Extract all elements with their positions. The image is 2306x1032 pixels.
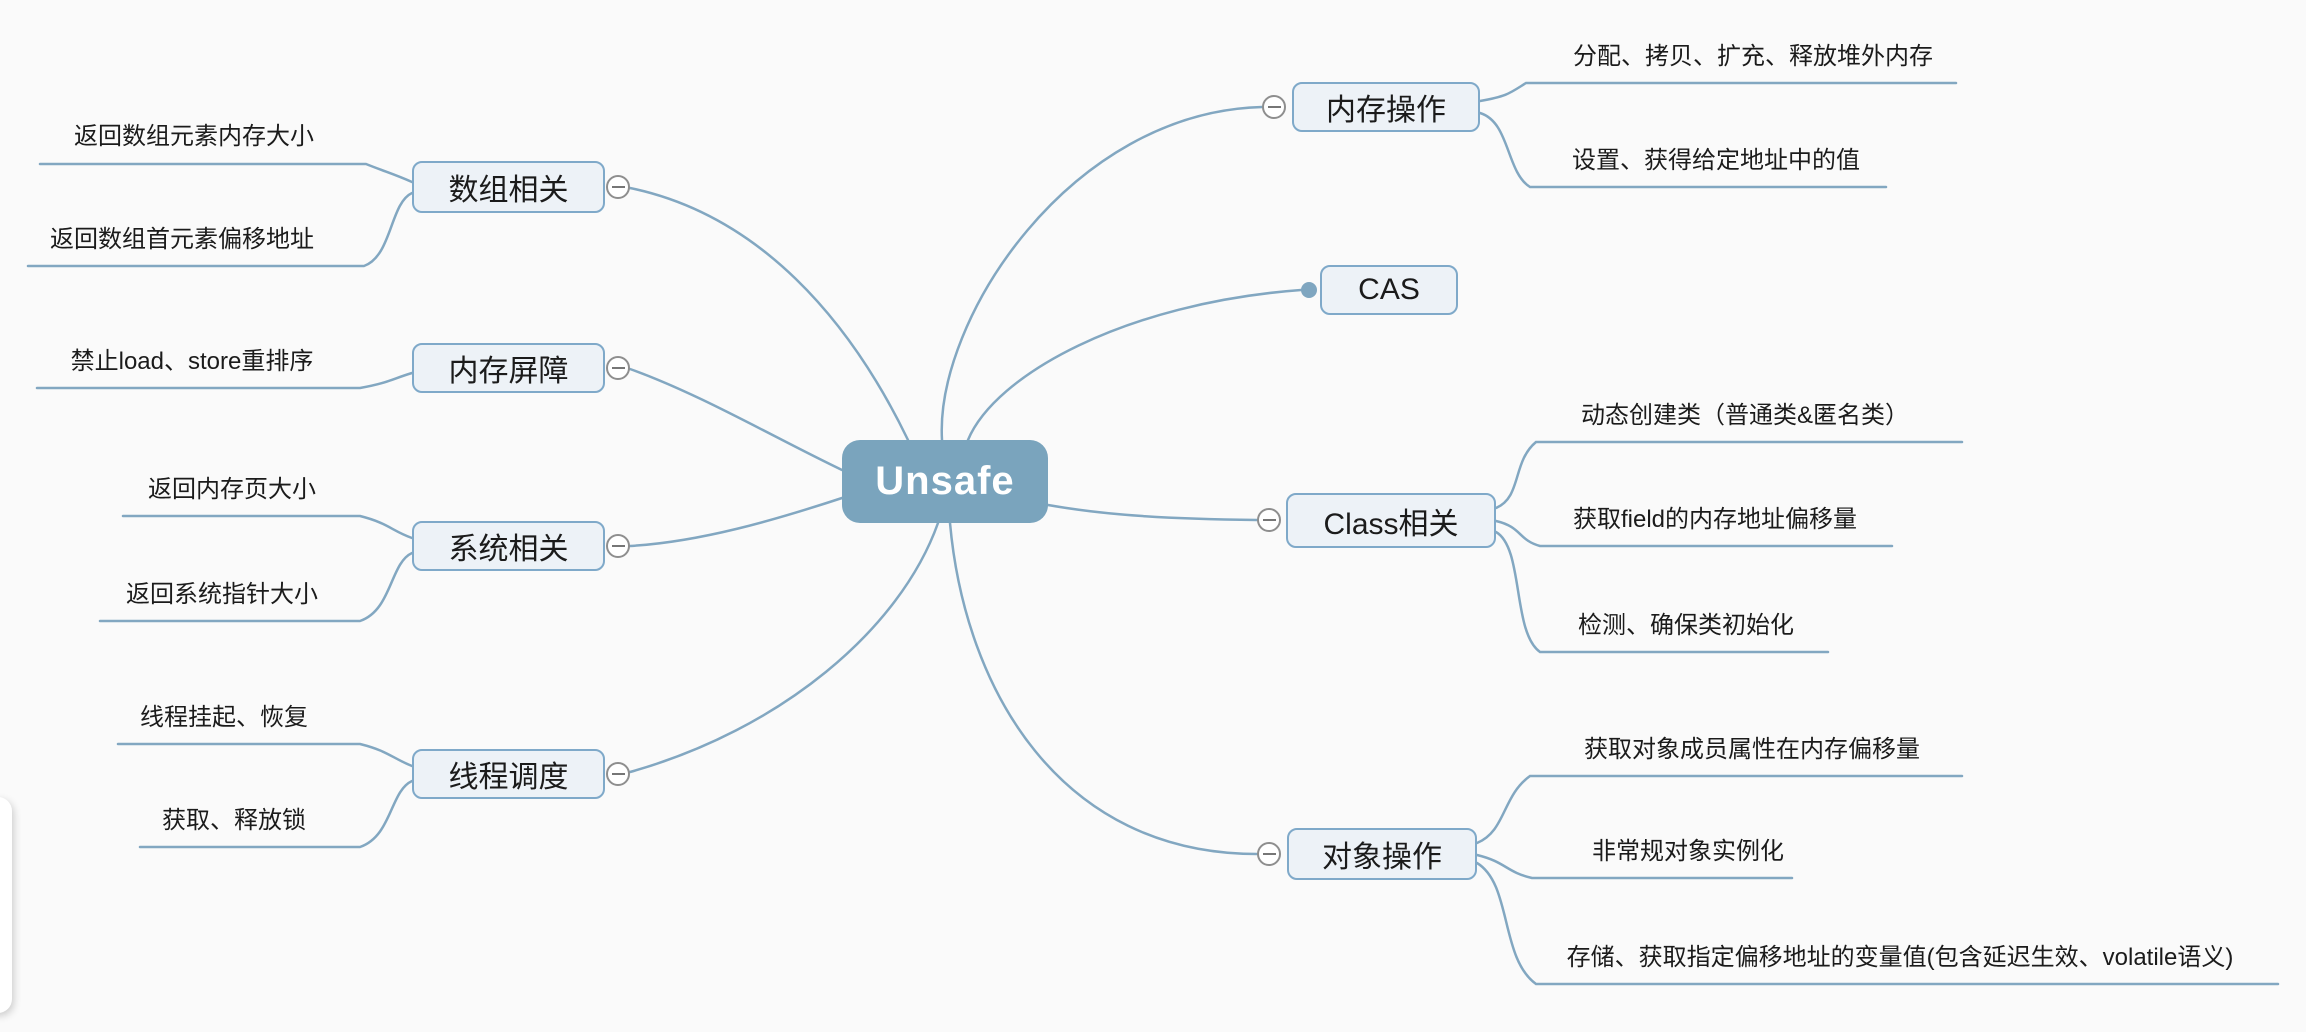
root-node[interactable]: Unsafe: [842, 440, 1048, 523]
leaf-line-class-3: [1494, 530, 1830, 654]
branch-curve-system: [628, 496, 844, 548]
leaf-label-system-2[interactable]: 返回系统指针大小: [126, 581, 318, 608]
topic-node-membar[interactable]: 内存屏障: [412, 343, 605, 393]
collapse-toggle-object-ops[interactable]: [1257, 842, 1281, 866]
collapse-toggle-membar[interactable]: [606, 356, 630, 380]
branch-curve-class: [1046, 503, 1259, 522]
leaf-line-object-2: [1475, 853, 1794, 880]
branch-endpoint-dot: [1301, 282, 1317, 298]
branch-curve-membar: [628, 367, 844, 472]
topic-node-memory-ops[interactable]: 内存操作: [1292, 82, 1480, 132]
leaf-label-class-2[interactable]: 获取field的内存地址偏移量: [1572, 506, 1858, 533]
leaf-label-object-2[interactable]: 非常规对象实例化: [1592, 838, 1784, 865]
branch-curve-thread: [628, 521, 940, 774]
leaf-label-memory-2[interactable]: 设置、获得给定地址中的值: [1572, 147, 1860, 174]
leaf-line-thread-1: [116, 742, 414, 768]
collapse-toggle-system[interactable]: [606, 534, 630, 558]
topic-node-thread[interactable]: 线程调度: [412, 749, 605, 799]
branch-curve-array: [628, 186, 910, 442]
leaf-line-class-2: [1494, 519, 1894, 548]
minus-icon: [1267, 106, 1281, 108]
root-label: Unsafe: [875, 459, 1015, 503]
leaf-line-array-1: [38, 162, 414, 184]
collapse-toggle-thread[interactable]: [606, 762, 630, 786]
leaf-label-class-1[interactable]: 动态创建类（普通类&匿名类）: [1580, 402, 1910, 429]
topic-node-object-ops[interactable]: 对象操作: [1287, 828, 1477, 880]
leaf-label-class-3[interactable]: 检测、确保类初始化: [1578, 612, 1794, 639]
topic-node-array[interactable]: 数组相关: [412, 161, 605, 213]
leaf-label-thread-2[interactable]: 获取、释放锁: [162, 807, 306, 834]
collapse-toggle-class[interactable]: [1257, 508, 1281, 532]
main-branches: [628, 105, 1303, 856]
clipped-side-panel: [0, 797, 12, 1013]
leaf-label-thread-1[interactable]: 线程挂起、恢复: [140, 704, 308, 731]
leaf-line-membar-1: [35, 371, 414, 390]
leaf-branches: [26, 81, 2280, 986]
leaf-label-membar-1[interactable]: 禁止load、store重排序: [70, 348, 314, 375]
minus-icon: [1262, 853, 1276, 855]
collapse-toggle-memory-ops[interactable]: [1262, 95, 1286, 119]
minus-icon: [611, 367, 625, 369]
leaf-label-object-1[interactable]: 获取对象成员属性在内存偏移量: [1584, 736, 1920, 763]
leaf-line-system-2: [98, 551, 414, 623]
leaf-line-thread-2: [138, 779, 414, 849]
minus-icon: [1262, 519, 1276, 521]
leaf-label-memory-1[interactable]: 分配、拷贝、扩充、释放堆外内存: [1573, 43, 1933, 70]
topic-node-class[interactable]: Class相关: [1286, 493, 1496, 548]
leaf-label-object-3[interactable]: 存储、获取指定偏移地址的变量值(包含延迟生效、volatile语义): [1566, 944, 2234, 971]
collapse-toggle-array[interactable]: [606, 175, 630, 199]
leaf-label-system-1[interactable]: 返回内存页大小: [148, 476, 316, 503]
leaf-label-array-1[interactable]: 返回数组元素内存大小: [74, 123, 314, 150]
branch-curve-object-ops: [948, 521, 1259, 856]
leaf-line-array-2: [26, 191, 414, 268]
branch-curve-cas: [966, 288, 1303, 442]
leaf-line-memory-1: [1478, 81, 1958, 103]
minus-icon: [611, 773, 625, 775]
branch-curve-memory-ops: [940, 105, 1264, 442]
leaf-line-object-1: [1475, 774, 1964, 845]
leaf-line-class-1: [1494, 440, 1964, 510]
minus-icon: [611, 545, 625, 547]
topic-node-cas[interactable]: CAS: [1320, 265, 1458, 315]
minus-icon: [611, 186, 625, 188]
leaf-line-object-3: [1475, 861, 2280, 986]
leaf-line-memory-2: [1478, 111, 1888, 189]
leaf-label-array-2[interactable]: 返回数组首元素偏移地址: [50, 226, 314, 253]
topic-node-system[interactable]: 系统相关: [412, 521, 605, 571]
leaf-line-system-1: [121, 514, 414, 540]
